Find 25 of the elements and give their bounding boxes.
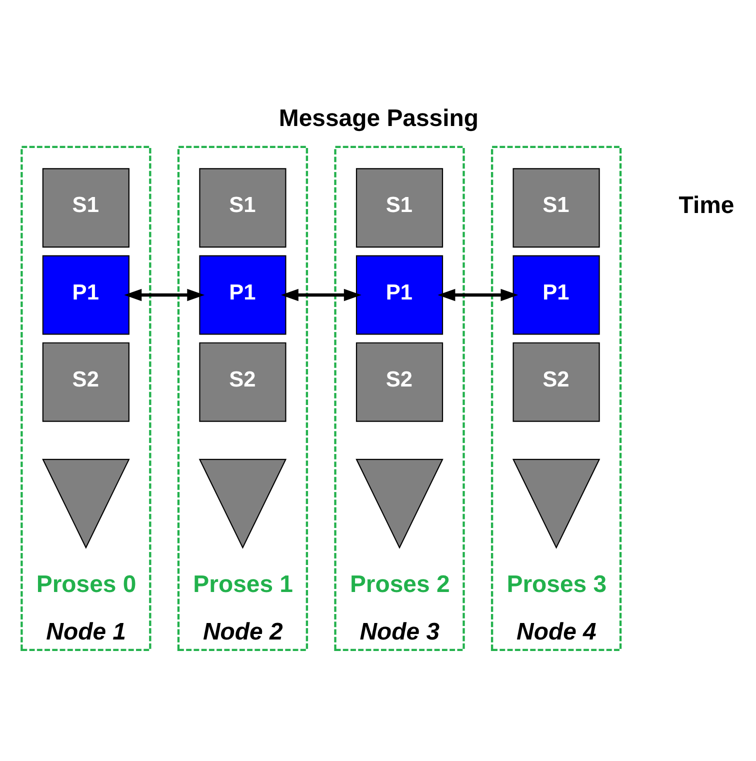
node-box: S2 [356, 342, 444, 422]
arrow [438, 288, 518, 301]
node-label: Node 2 [202, 618, 283, 646]
node-box: P1 [512, 254, 600, 334]
node-triangle [356, 458, 444, 548]
node-box: S1 [42, 168, 130, 248]
node-box: S2 [42, 342, 130, 422]
node-box: P1 [42, 254, 130, 334]
diagram-title: Message Passing [278, 104, 478, 132]
node-label: Node 3 [360, 618, 440, 646]
node-box: P1 [356, 254, 444, 334]
node-box: S2 [512, 342, 600, 422]
node-triangle [198, 458, 287, 548]
label: Time [678, 191, 734, 218]
node-box: P1 [199, 254, 286, 334]
node-box: S2 [199, 342, 286, 422]
node-triangle [512, 458, 600, 548]
node-box: S1 [356, 168, 444, 248]
node-box: S1 [199, 168, 286, 248]
node-label: Node 4 [516, 618, 596, 646]
node-triangle [42, 458, 130, 548]
arrow [124, 288, 205, 301]
node-label: Node 1 [46, 618, 126, 646]
arrow [280, 288, 362, 301]
node-box: S1 [512, 168, 600, 248]
